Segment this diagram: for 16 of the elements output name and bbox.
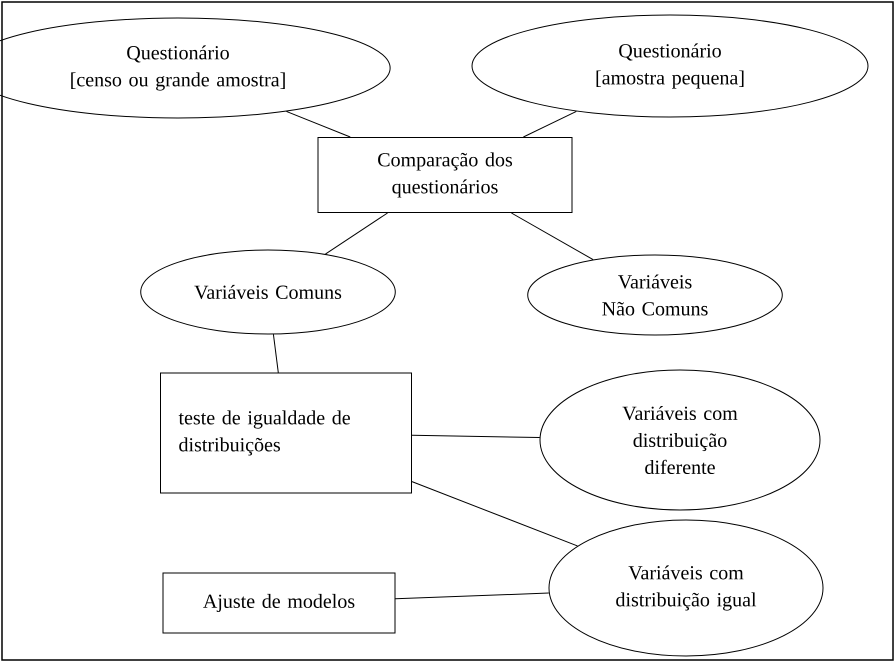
ellipse-node: Variáveis com distribuição igual	[548, 520, 824, 656]
process-box: Ajuste de modelos	[162, 572, 396, 634]
connector-line	[395, 592, 550, 600]
ellipse-node: Questionário [amostra pequena]	[472, 14, 868, 118]
process-box: Comparação dos questionários	[318, 137, 572, 213]
connector-line	[412, 434, 540, 438]
ellipse-node: Variáveis Não Comuns	[527, 254, 783, 336]
ellipse-node: Variáveis Comuns	[140, 250, 396, 334]
connector-line	[522, 110, 577, 138]
connector-line	[272, 334, 279, 373]
connector-line	[510, 212, 594, 260]
process-box: teste de igualdade de distribuições	[160, 372, 412, 494]
ellipse-node: Variáveis com distribuição diferente	[540, 370, 820, 510]
connector-line	[412, 481, 578, 546]
connector-line	[324, 212, 388, 255]
connector-line	[286, 110, 351, 138]
